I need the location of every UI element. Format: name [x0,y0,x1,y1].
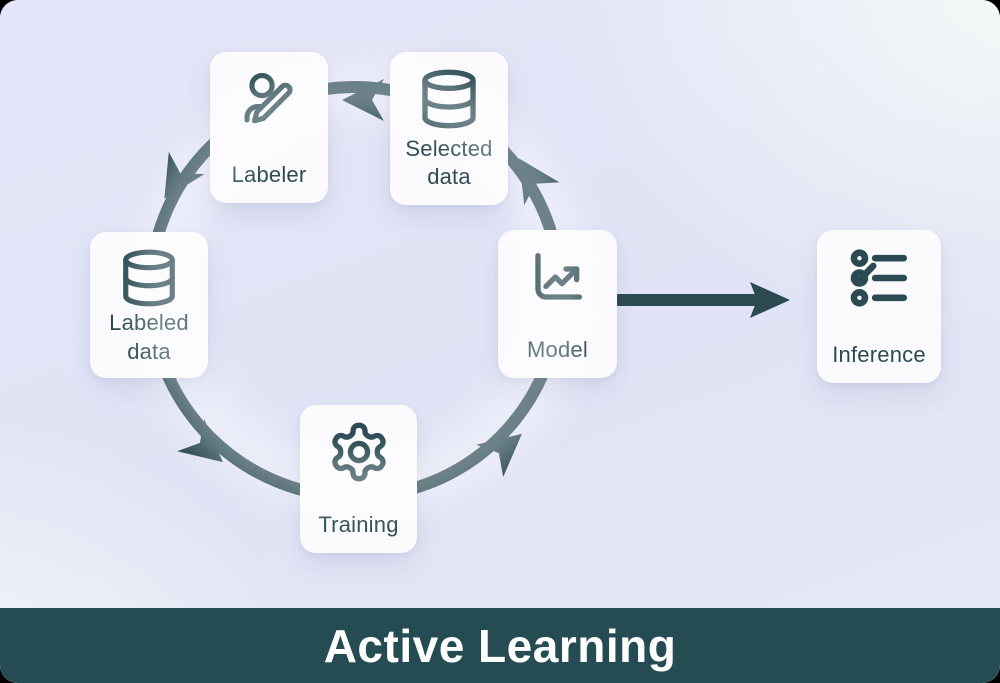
node-training: Training [300,405,417,553]
node-label: Inference [832,342,926,368]
node-selected-data: Selected data [390,52,508,205]
arrow-model-to-inference-head [750,282,790,318]
node-model: Model [498,230,617,378]
page-title: Active Learning [323,619,677,672]
list-checks-icon [846,245,912,311]
chart-line-icon [526,245,590,309]
database-icon [118,247,180,309]
title-banner: Active Learning [0,608,1000,683]
node-label: Labeler [231,162,307,188]
node-labeler: Labeler [210,52,328,203]
node-label: Model [527,337,588,363]
node-inference: Inference [817,230,941,383]
node-label: Labeled data [109,310,189,364]
database-icon [417,67,481,131]
node-labeled-data: Labeled data [90,232,208,378]
node-label: Training [318,512,399,538]
user-pen-icon [238,67,300,129]
node-label: Selected data [405,135,493,190]
gear-icon [327,420,391,484]
